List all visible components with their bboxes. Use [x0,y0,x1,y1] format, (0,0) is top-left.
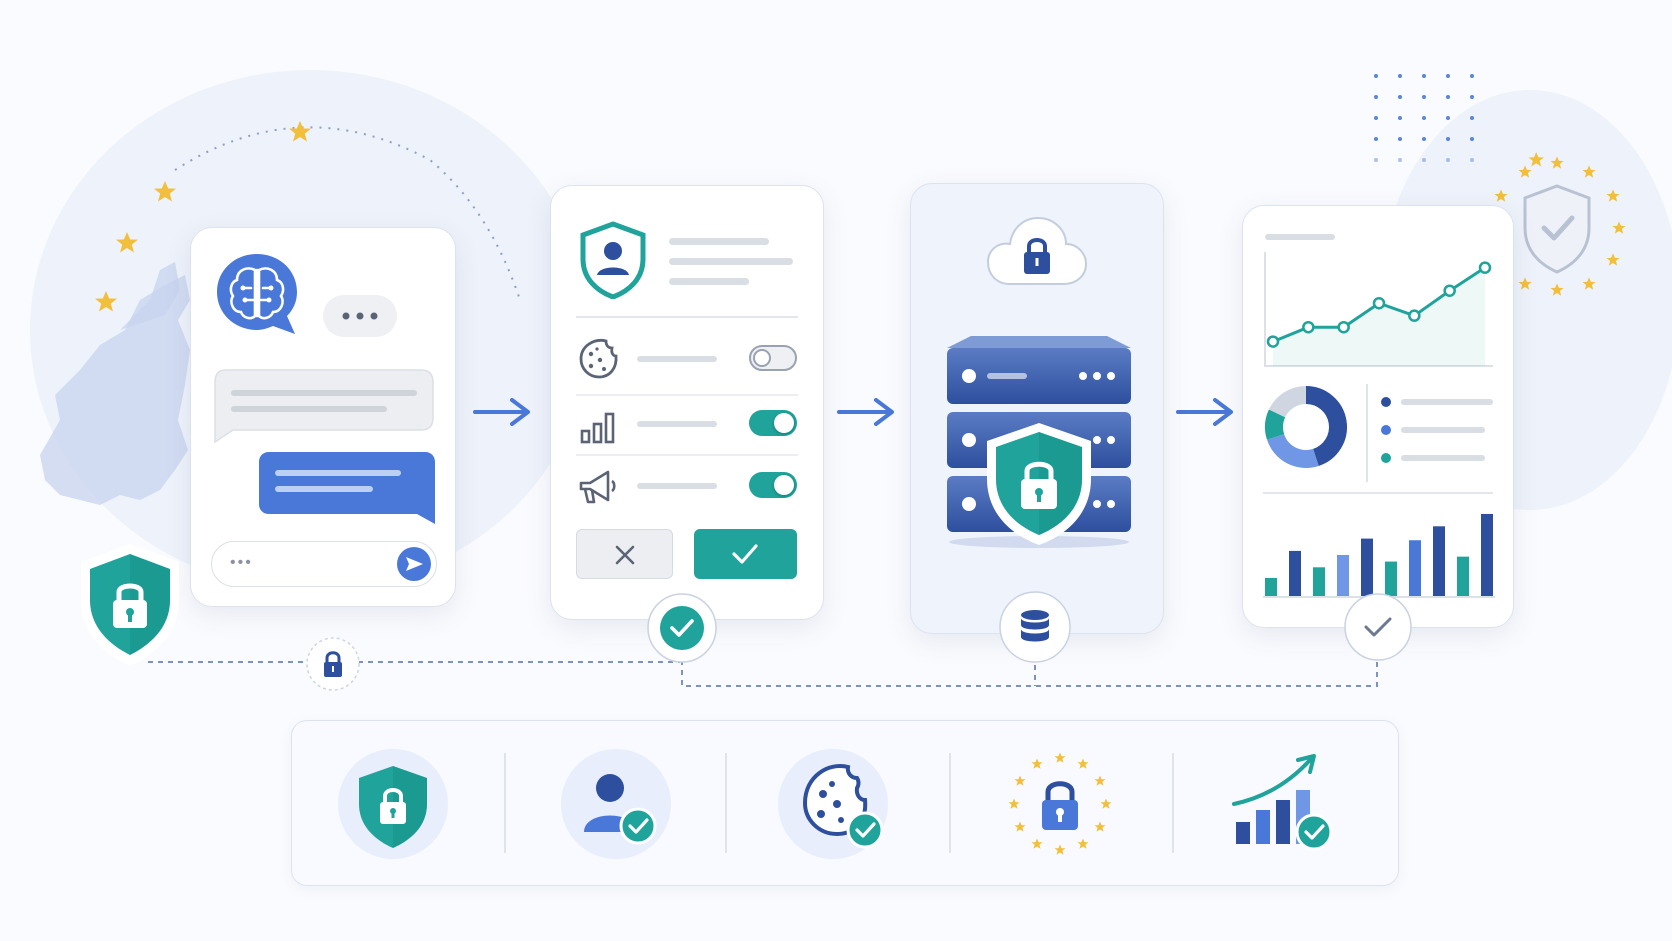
lock-node-icon [306,637,360,691]
cookie-icon [579,338,618,379]
cookie-toggle[interactable] [749,345,797,371]
bar-2 [1313,567,1325,596]
decline-button[interactable] [576,529,673,579]
legend-line-1 [1401,427,1485,433]
profile-line-2 [669,258,793,265]
cookie-row-line [637,356,717,362]
donut-chart [1265,386,1347,468]
marketing-toggle[interactable] [749,472,797,498]
flow-arrow-1 [473,398,530,426]
incoming-message-bubble [214,369,434,444]
flow-arrow-3 [1176,398,1233,426]
flow-arrow-2 [837,398,894,426]
chat-input-placeholder: ••• [230,554,253,571]
legend-line-0 [1401,399,1493,405]
database-icon [999,591,1071,663]
consent-panel [550,185,824,620]
donut-divider [1366,384,1368,482]
legend-line-2 [1401,455,1485,461]
bar-chart [1263,514,1495,598]
analytics-row-line [637,421,717,427]
bar-4 [1361,538,1373,596]
growth-check-icon [1232,754,1333,851]
decline-icon [615,545,635,565]
donut-legend [1381,396,1501,476]
legend-item-1 [1381,424,1501,436]
donut-segment-1 [1267,433,1319,468]
cloud-lock-icon [986,216,1088,285]
chart-title-line [1265,234,1335,240]
send-icon[interactable] [396,546,432,582]
line-chart-point-2 [1337,320,1350,334]
footer-divider-4 [1172,753,1174,853]
accept-button[interactable] [694,529,797,579]
typing-dots-icon [323,295,397,337]
section-divider [1263,492,1493,494]
analytics-toggle[interactable] [749,410,797,436]
profile-line-1 [669,238,769,245]
marketing-icon [579,470,616,504]
cookie-check-icon [778,749,888,859]
consent-check-icon [647,593,717,663]
footer-divider-3 [949,753,951,853]
bar-1 [1289,550,1301,596]
legend-dot-1 [1381,425,1391,435]
line-chart-point-1 [1302,320,1315,334]
accept-icon [732,544,758,564]
legend-item-2 [1381,452,1501,464]
chat-panel: ••• [190,227,456,607]
bar-5 [1385,561,1397,596]
verified-check-icon [1344,593,1412,661]
profile-line-3 [669,278,749,285]
row-divider-1 [576,394,798,396]
line-chart-area [1273,267,1485,366]
user-check-icon [561,749,671,859]
bar-3 [1337,555,1349,596]
analytics-icon [580,412,615,444]
lock-shield-icon [81,544,179,666]
eu-shield-check-icon [1494,152,1626,296]
line-chart-point-0 [1266,335,1280,348]
bar-6 [1409,540,1421,596]
legend-dot-2 [1381,453,1391,463]
bar-9 [1481,514,1493,596]
row-divider-2 [576,454,798,456]
user-shield-icon [580,221,646,299]
line-chart-point-6 [1478,261,1492,274]
lock-shield-icon [987,423,1091,545]
legend-dot-0 [1381,397,1391,407]
footer-divider-2 [725,753,727,853]
line-chart-point-3 [1372,296,1386,310]
divider [576,316,798,318]
donut-segment-2 [1265,409,1286,440]
bar-7 [1433,526,1445,596]
line-chart-point-5 [1443,284,1456,297]
storage-panel [910,183,1164,634]
chat-input[interactable]: ••• [211,541,437,587]
donut-segment-0 [1305,386,1347,466]
line-chart-axes [1264,252,1493,367]
donut-segment-3 [1268,386,1307,418]
bar-0 [1265,577,1277,596]
analytics-panel [1242,205,1514,628]
line-chart-point-4 [1408,309,1421,322]
footer-divider-1 [504,753,506,853]
footer-bar [291,720,1399,886]
lock-shield-icon [338,749,448,859]
legend-item-0 [1381,396,1501,408]
bar-8 [1457,556,1469,596]
outgoing-message-bubble [259,452,435,524]
eu-lock-icon [1008,752,1112,855]
marketing-row-line [637,483,717,489]
brain-chat-icon [217,254,297,334]
line-chart [1264,252,1493,367]
